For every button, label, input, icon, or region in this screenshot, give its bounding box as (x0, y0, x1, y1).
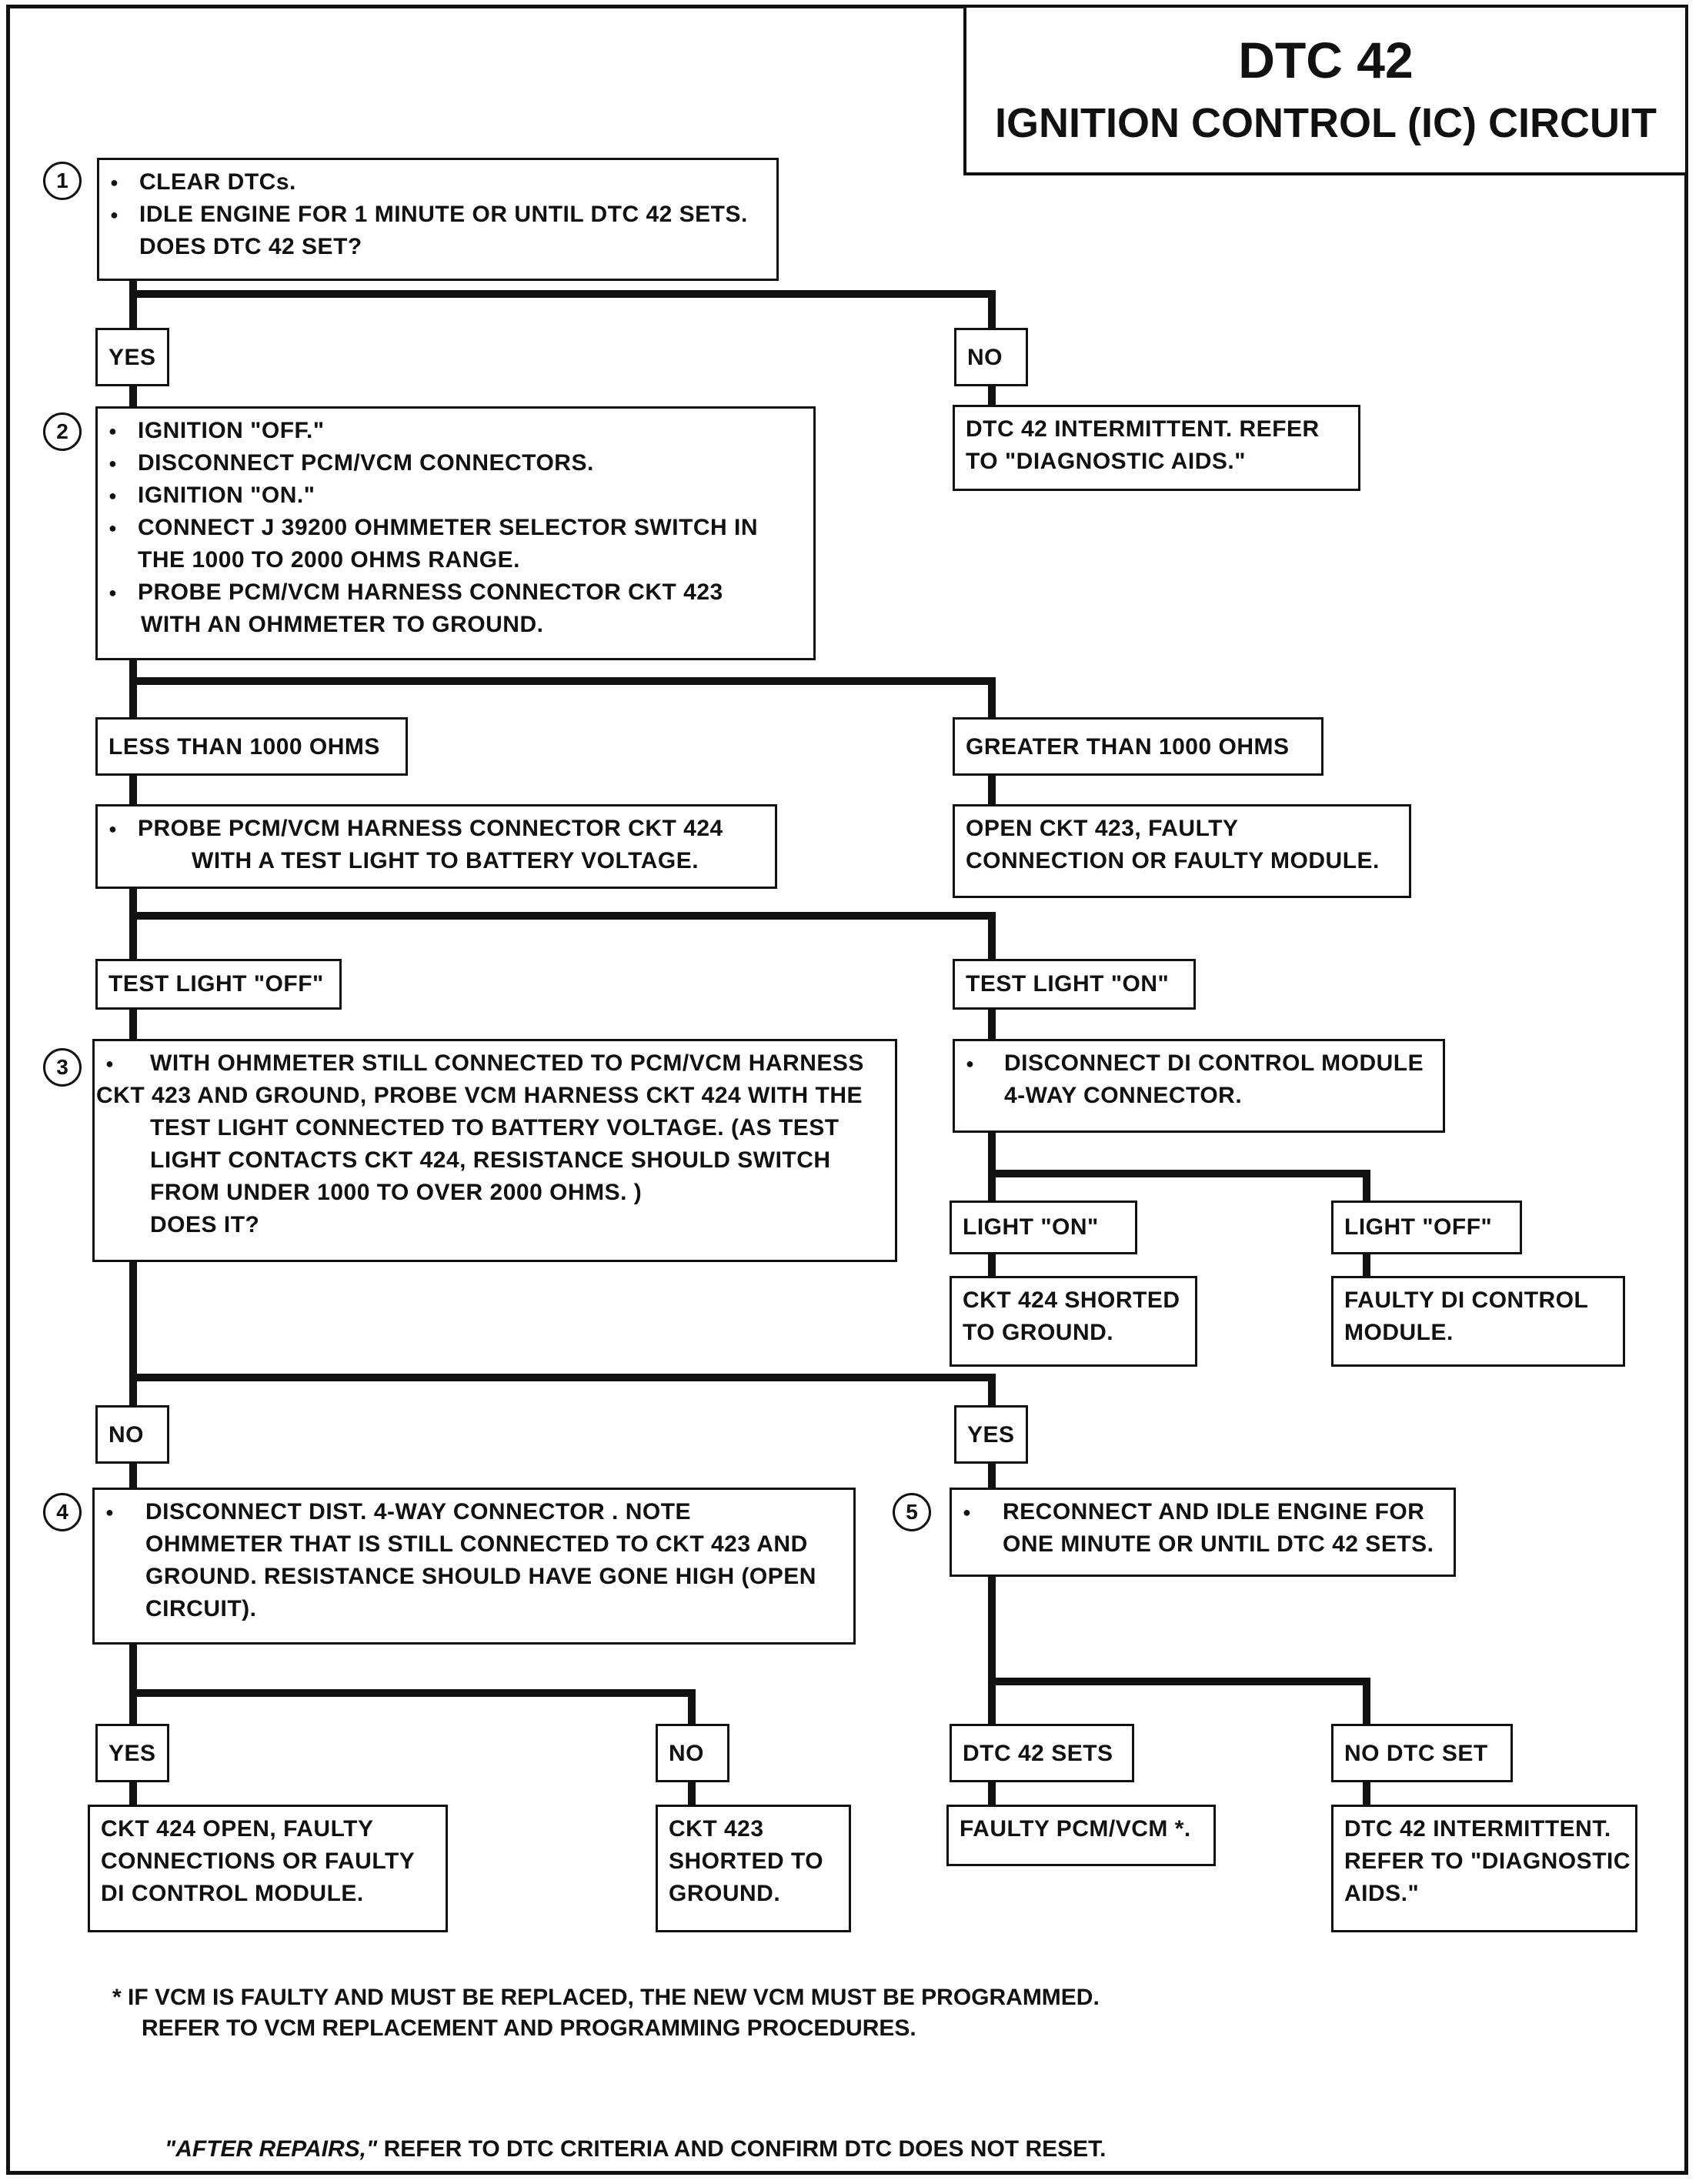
ckt423-shorted-result: CKT 423 SHORTED TO GROUND. (656, 1805, 851, 1932)
ckt424-shorted-line-2: TO GROUND. (963, 1320, 1114, 1345)
connector-s1 (129, 277, 996, 335)
step-1-bullet-1: CLEAR DTCs. (110, 166, 766, 199)
ckt424-open-line-3: DI CONTROL MODULE. (101, 1881, 364, 1906)
page-title: DTC 42 (1238, 32, 1414, 88)
footnote-line-1: * IF VCM IS FAULTY AND MUST BE REPLACED,… (112, 1985, 1100, 2010)
connector-s5 (988, 1555, 1370, 1728)
disconnect-di-line-2: 4-WAY CONNECTOR. (1004, 1083, 1243, 1108)
step-1-bullet-2: IDLE ENGINE FOR 1 MINUTE OR UNTIL DTC 42… (110, 199, 766, 231)
step-2-bullet-5-cont: WITH AN OHMMETER TO GROUND. (141, 612, 544, 637)
after-repairs-note: "AFTER REPAIRS," REFER TO DTC CRITERIA A… (165, 2133, 1107, 2166)
no-dtc-set-label: NO DTC SET (1331, 1724, 1513, 1782)
step-3-line-2: CKT 423 AND GROUND, PROBE VCM HARNESS CK… (96, 1083, 863, 1108)
step-1-question: DOES DTC 42 SET? (139, 234, 362, 259)
dtc42-intermittent-line-3: AIDS." (1344, 1881, 1420, 1906)
step-3-line-1: WITH OHMMETER STILL CONNECTED TO PCM/VCM… (105, 1047, 884, 1080)
step-3-yes-label: YES (954, 1405, 1028, 1464)
ckt424-shorted-line-1: CKT 424 SHORTED (963, 1287, 1180, 1313)
faulty-di-result: FAULTY DI CONTROL MODULE. (1331, 1276, 1625, 1367)
step-1-yes-label: YES (95, 328, 169, 386)
step-4-line-4: CIRCUIT). (145, 1596, 257, 1621)
ckt423-shorted-line-2: SHORTED TO (669, 1848, 824, 1874)
connector-s4 (129, 1626, 696, 1728)
light-on-label: LIGHT "ON" (950, 1201, 1137, 1254)
step-3-no-label: NO (95, 1405, 169, 1464)
step-3-box: WITH OHMMETER STILL CONNECTED TO PCM/VCM… (92, 1039, 897, 1262)
step-3-number: 3 (43, 1048, 82, 1087)
step-2-bullet-4-cont: THE 1000 TO 2000 OHMS RANGE. (138, 547, 520, 573)
open-ckt423-result: OPEN CKT 423, FAULTY CONNECTION OR FAULT… (953, 804, 1411, 898)
step-4-yes-label: YES (95, 1724, 169, 1782)
step-1-number: 1 (43, 162, 82, 200)
step-3-question: DOES IT? (150, 1212, 260, 1237)
faulty-di-line-1: FAULTY DI CONTROL (1344, 1287, 1589, 1313)
connector-probe (129, 883, 996, 966)
ckt424-open-line-2: CONNECTIONS OR FAULTY (101, 1848, 416, 1874)
open-ckt423-line-2: CONNECTION OR FAULTY MODULE. (966, 848, 1380, 873)
step-5-line-2: ONE MINUTE OR UNTIL DTC 42 SETS. (1003, 1531, 1434, 1557)
faulty-pcm-vcm-result: FAULTY PCM/VCM *. (946, 1805, 1216, 1866)
footnote-line-2: REFER TO VCM REPLACEMENT AND PROGRAMMING… (142, 2015, 916, 2041)
probe-line-2: WITH A TEST LIGHT TO BATTERY VOLTAGE. (192, 848, 699, 873)
ckt424-open-line-1: CKT 424 OPEN, FAULTY (101, 1816, 374, 1842)
dtc42-sets-label: DTC 42 SETS (950, 1724, 1134, 1782)
ckt423-shorted-line-1: CKT 423 (669, 1816, 764, 1842)
test-light-off-label: TEST LIGHT "OFF" (95, 959, 342, 1010)
step-5-box: RECONNECT AND IDLE ENGINE FOR ONE MINUTE… (950, 1488, 1456, 1577)
page-frame (6, 5, 1688, 2175)
disconnect-di-line-1: DISCONNECT DI CONTROL MODULE (966, 1047, 1432, 1080)
connector-disc-di (988, 1127, 1370, 1204)
step-1-no-label: NO (954, 328, 1028, 386)
page-subtitle: IGNITION CONTROL (IC) CIRCUIT (995, 100, 1657, 146)
connector-s2 (129, 654, 996, 720)
step-2-box: IGNITION "OFF." DISCONNECT PCM/VCM CONNE… (95, 406, 816, 660)
disconnect-di-box: DISCONNECT DI CONTROL MODULE 4-WAY CONNE… (953, 1039, 1445, 1133)
after-repairs-lead: "AFTER REPAIRS," (165, 2136, 378, 2162)
step-4-box: DISCONNECT DIST. 4-WAY CONNECTOR . NOTE … (92, 1488, 856, 1645)
probe-line-1: PROBE PCM/VCM HARNESS CONNECTOR CKT 424 (108, 813, 764, 845)
step-1-no-result-line-2: TO "DIAGNOSTIC AIDS." (966, 449, 1246, 474)
step-1-box: CLEAR DTCs. IDLE ENGINE FOR 1 MINUTE OR … (97, 158, 779, 281)
step-3-line-3: TEST LIGHT CONNECTED TO BATTERY VOLTAGE.… (150, 1115, 839, 1140)
dtc42-intermittent-line-2: REFER TO "DIAGNOSTIC (1344, 1848, 1631, 1874)
ckt423-shorted-line-3: GROUND. (669, 1881, 781, 1906)
ckt424-open-result: CKT 424 OPEN, FAULTY CONNECTIONS OR FAUL… (88, 1805, 448, 1932)
step-4-number: 4 (43, 1493, 82, 1531)
step-5-line-1: RECONNECT AND IDLE ENGINE FOR (963, 1496, 1443, 1528)
step-4-line-2: OHMMETER THAT IS STILL CONNECTED TO CKT … (145, 1531, 808, 1557)
faulty-di-line-2: MODULE. (1344, 1320, 1454, 1345)
ckt424-shorted-result: CKT 424 SHORTED TO GROUND. (950, 1276, 1197, 1367)
less-than-1000-label: LESS THAN 1000 OHMS (95, 717, 408, 776)
step-2-bullet-1: IGNITION "OFF." (108, 415, 803, 447)
test-light-on-label: TEST LIGHT "ON" (953, 959, 1196, 1010)
step-4-no-label: NO (656, 1724, 729, 1782)
light-off-label: LIGHT "OFF" (1331, 1201, 1522, 1254)
title-box: DTC 42 IGNITION CONTROL (IC) CIRCUIT (963, 5, 1688, 175)
step-2-bullet-4: CONNECT J 39200 OHMMETER SELECTOR SWITCH… (108, 512, 803, 544)
step-4-line-3: GROUND. RESISTANCE SHOULD HAVE GONE HIGH… (145, 1564, 816, 1589)
step-5-number: 5 (893, 1493, 931, 1531)
step-1-no-result: DTC 42 INTERMITTENT. REFER TO "DIAGNOSTI… (953, 405, 1360, 491)
step-3-line-4: LIGHT CONTACTS CKT 424, RESISTANCE SHOUL… (150, 1147, 831, 1173)
step-2-bullet-2: DISCONNECT PCM/VCM CONNECTORS. (108, 447, 803, 479)
after-repairs-text: REFER TO DTC CRITERIA AND CONFIRM DTC DO… (377, 2136, 1107, 2162)
step-4-line-1: DISCONNECT DIST. 4-WAY CONNECTOR . NOTE (105, 1496, 843, 1528)
greater-than-1000-label: GREATER THAN 1000 OHMS (953, 717, 1323, 776)
step-2-number: 2 (43, 412, 82, 451)
step-2-bullet-5: PROBE PCM/VCM HARNESS CONNECTOR CKT 423 (108, 576, 803, 609)
step-3-line-5: FROM UNDER 1000 TO OVER 2000 OHMS. ) (150, 1180, 643, 1205)
dtc42-intermittent-line-1: DTC 42 INTERMITTENT. (1344, 1816, 1611, 1842)
dtc42-intermittent-result: DTC 42 INTERMITTENT. REFER TO "DIAGNOSTI… (1331, 1805, 1637, 1932)
step-2-bullet-3: IGNITION "ON." (108, 479, 803, 512)
probe-ckt424-box: PROBE PCM/VCM HARNESS CONNECTOR CKT 424 … (95, 804, 777, 889)
connector-s3 (129, 1254, 996, 1412)
step-1-no-result-line-1: DTC 42 INTERMITTENT. REFER (966, 416, 1320, 442)
open-ckt423-line-1: OPEN CKT 423, FAULTY (966, 816, 1239, 841)
